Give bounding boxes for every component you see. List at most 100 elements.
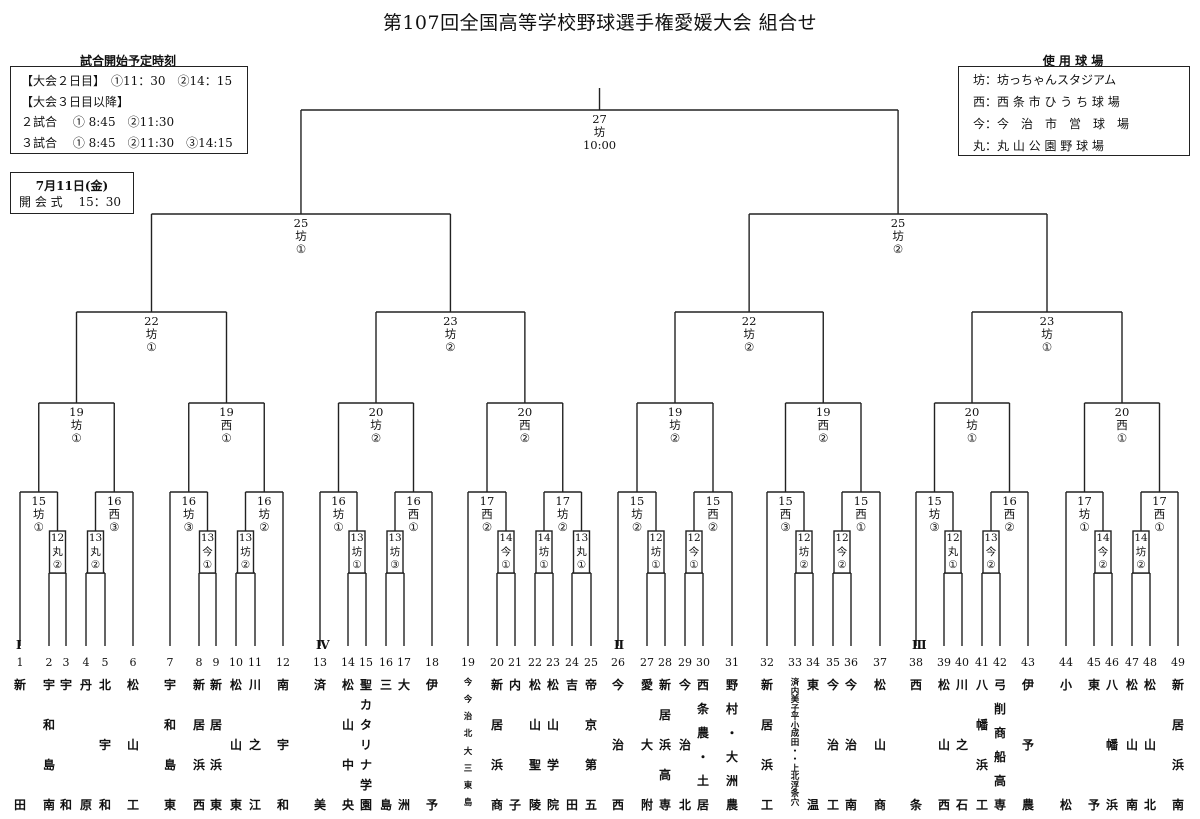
- match-label-line: 12: [835, 532, 849, 544]
- team-name: 伊予: [425, 678, 438, 812]
- team-name: 今今治北大三東島: [463, 678, 473, 808]
- match-label-line: 12: [687, 532, 701, 544]
- match-label-line: 10:00: [582, 138, 617, 152]
- match-label-line: 坊: [1135, 545, 1147, 558]
- match-label-line: 坊: [631, 507, 643, 521]
- match-label-line: 16: [1002, 494, 1017, 508]
- venue-line: 西：西 条 市 ひ う ち 球 場: [973, 95, 1120, 109]
- match-label-line: 西: [707, 507, 719, 521]
- team-name: 伊予農: [1021, 678, 1034, 812]
- team-name: 吉田: [565, 678, 578, 812]
- team-number: 7: [166, 656, 174, 669]
- match-label-line: 22: [741, 314, 757, 328]
- match-label-line: 西: [108, 507, 121, 521]
- match-label-line: ②: [669, 431, 681, 445]
- match-label-line: 今: [500, 545, 512, 558]
- match-label-line: 16: [406, 494, 421, 508]
- schedule-line: 【大会３日目以降】: [21, 95, 130, 109]
- match-label-line: 坊: [70, 418, 83, 432]
- match-label-line: 西: [220, 418, 233, 432]
- team-number: 37: [873, 656, 887, 669]
- opening-date: 7月11日(金): [35, 179, 109, 193]
- match-label-line: 16: [331, 494, 346, 508]
- team-number: 20: [490, 656, 504, 669]
- match-label-line: ①: [352, 559, 362, 571]
- match-label-line: 坊: [669, 418, 681, 432]
- match-label-line: 15: [853, 494, 869, 508]
- team-name: 宇和: [59, 678, 72, 812]
- venue-line: 丸：丸 山 公 園 野 球 場: [973, 139, 1104, 153]
- match-label-line: 19: [69, 405, 84, 419]
- team-number: 22: [528, 656, 542, 669]
- match-label-line: ②: [986, 559, 996, 571]
- team-number: 1: [16, 656, 24, 669]
- match-label-line: 西: [1003, 507, 1016, 521]
- match-label-line: ②: [519, 431, 531, 445]
- match-label-line: 坊: [650, 545, 662, 558]
- match-label-line: 20: [368, 405, 384, 419]
- match-label-line: ①: [221, 431, 232, 445]
- match-label-line: 坊: [798, 545, 810, 558]
- match-label-line: 14: [1134, 532, 1148, 544]
- team-name: 今治北: [678, 678, 691, 812]
- team-number: 43: [1021, 656, 1035, 669]
- match-label-line: 坊: [389, 545, 401, 558]
- team-name: 西条農・土居: [696, 678, 709, 812]
- team-name: 松山南: [1125, 678, 1138, 812]
- match-label-line: 坊: [892, 229, 904, 243]
- match-label-line: ①: [539, 559, 549, 571]
- team-number: 49: [1171, 656, 1185, 669]
- match-label-line: 坊: [557, 507, 569, 521]
- team-number: 6: [129, 656, 137, 669]
- team-name: 東予: [1087, 678, 1100, 812]
- match-label-line: ②: [557, 520, 568, 534]
- team-number: 38: [909, 656, 923, 669]
- match-label-line: 13: [238, 532, 253, 544]
- schedule-line: ２試合 ① 8:45 ②11:30: [21, 115, 175, 129]
- team-number: 11: [248, 656, 262, 669]
- match-label-line: 坊: [593, 125, 606, 139]
- venues-heading: 使 用 球 場: [1042, 54, 1104, 68]
- schedule-heading: 試合開始予定時刻: [79, 54, 176, 68]
- match-label-line: 19: [667, 405, 683, 419]
- team-number: 41: [975, 656, 989, 669]
- match-label-line: 西: [779, 507, 792, 521]
- match-label-line: 丸: [947, 545, 959, 558]
- match-label-line: 坊: [1078, 507, 1091, 521]
- match-label-line: ③: [929, 520, 940, 534]
- match-label-line: 19: [815, 405, 831, 419]
- match-label-line: 坊: [332, 507, 345, 521]
- team-number: 44: [1059, 656, 1073, 669]
- match-label-line: 25: [890, 216, 906, 230]
- match-label-line: ①: [146, 340, 157, 354]
- match-label-line: ②: [743, 340, 755, 354]
- team-number: 48: [1143, 656, 1157, 669]
- match-label-line: 16: [256, 494, 272, 508]
- team-number: 39: [937, 656, 951, 669]
- team-name: 新田: [13, 678, 26, 812]
- match-label-line: 22: [144, 314, 159, 328]
- match-label-line: 坊: [743, 327, 755, 341]
- match-label-line: 坊: [351, 545, 363, 558]
- match-label-line: ①: [689, 559, 699, 571]
- match-label-line: 坊: [966, 418, 978, 432]
- match-label-line: 西: [817, 418, 830, 432]
- match-label-line: ①: [202, 559, 213, 571]
